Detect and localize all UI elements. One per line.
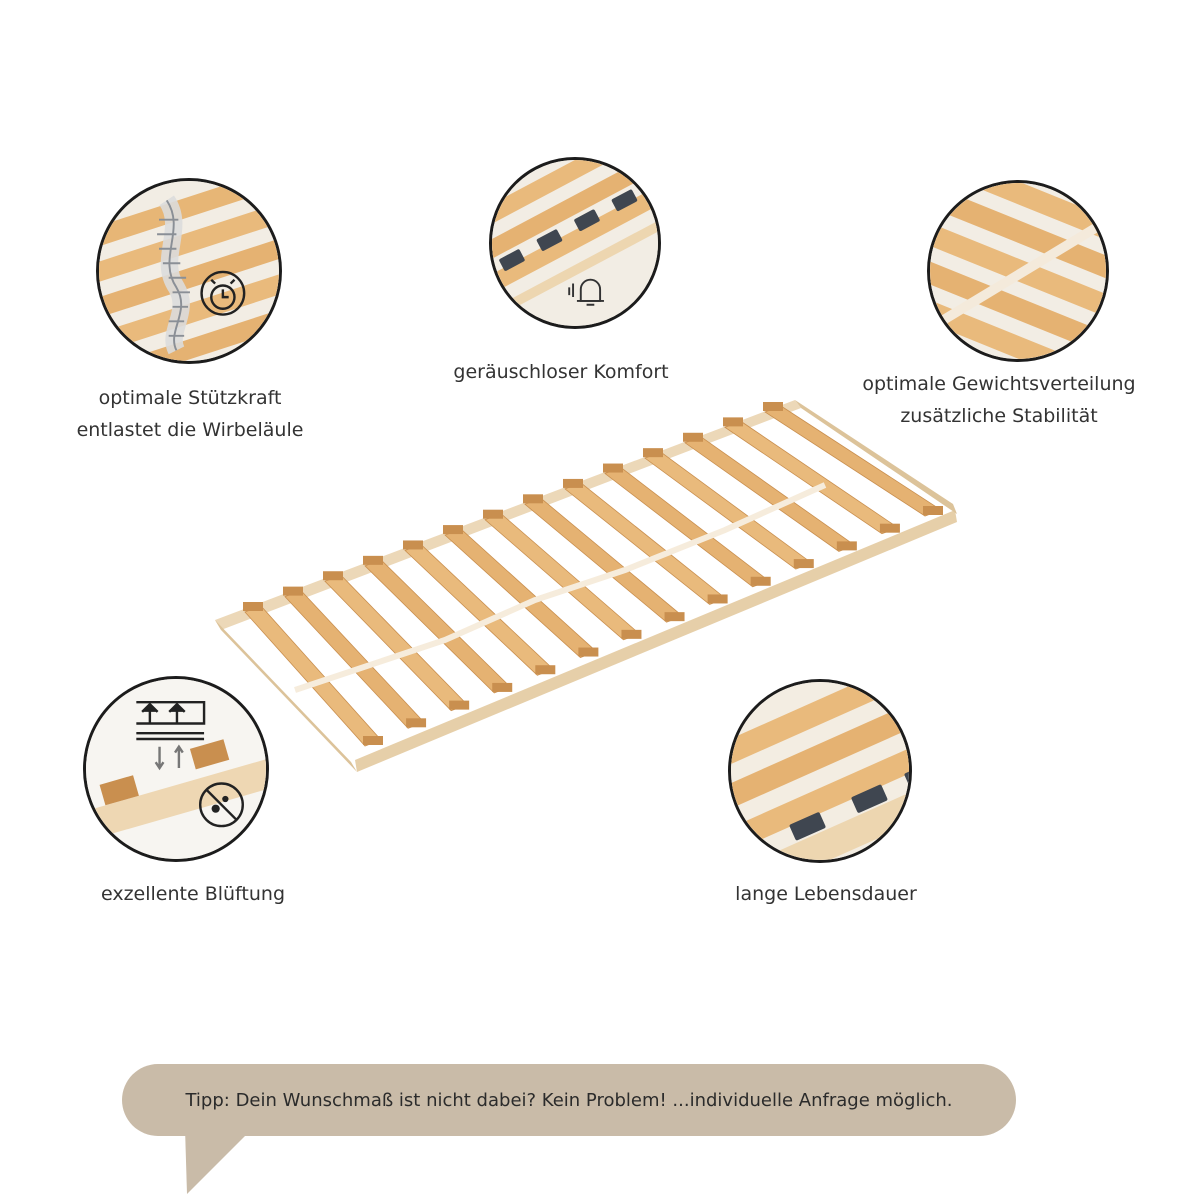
slat-holder (483, 509, 503, 519)
slat-holder (363, 555, 383, 565)
slat-holder (683, 432, 703, 442)
ventilation-detail-image (86, 679, 266, 859)
slat-holder (449, 700, 470, 710)
slat-holder (492, 682, 513, 692)
slat-holder (523, 494, 543, 504)
slat-holder (443, 525, 463, 535)
slat-holder (723, 417, 743, 427)
strap (294, 482, 827, 693)
slat-holder (707, 594, 728, 604)
silent-bell-icon (568, 278, 604, 306)
slatted-frame-image (215, 400, 957, 772)
lifetime-title: lange Lebensdauer (735, 883, 917, 905)
slat-holder (406, 718, 427, 728)
slat-holder (923, 506, 943, 515)
slat-holder (403, 540, 423, 550)
slat-holder (763, 402, 783, 411)
weight-subtitle: zusätzliche Stabilität (900, 405, 1098, 427)
tip-bubble-tail (185, 1128, 253, 1194)
clock-icon (200, 270, 246, 316)
weight-title: optimale Gewichtsverteilung (862, 373, 1136, 395)
slat-holder (836, 541, 857, 551)
weight-caption: optimale Gewichtsverteilung zusätzliche … (850, 368, 1148, 432)
support-detail-image (99, 181, 279, 361)
tip-text: Tipp: Dein Wunschmaß ist nicht dabei? Ke… (185, 1089, 953, 1111)
silent-caption: geräuschloser Komfort (430, 356, 692, 388)
slat-cap-icon (789, 812, 826, 841)
slats (243, 402, 943, 747)
slat-holder (643, 448, 663, 458)
weight-circle (927, 180, 1109, 362)
slat-holder (363, 736, 383, 745)
support-title: optimale Stützkraft (98, 387, 282, 409)
ventilation-title: exzellente Blüftung (100, 883, 286, 905)
slat-holder (535, 665, 556, 675)
slat-holder (243, 602, 263, 611)
slat-holder (879, 523, 900, 533)
ventilation-circle (83, 676, 269, 862)
slat-holder (323, 571, 343, 581)
ventilation-caption: exzellente Blüftung (70, 878, 316, 910)
support-circle (96, 178, 282, 364)
slat-holder (664, 612, 685, 622)
strap-icon (930, 217, 1106, 333)
tip-bubble: Tipp: Dein Wunschmaß ist nicht dabei? Ke… (122, 1064, 1016, 1136)
weight-detail-image (930, 183, 1106, 359)
slat-holder (750, 576, 771, 586)
airflow-icon (136, 701, 206, 771)
silent-detail-image (492, 160, 658, 326)
support-subtitle: entlastet die Wirbeläule (76, 419, 304, 441)
slat-holder (621, 629, 642, 639)
support-caption: optimale Stützkraft entlastet die Wirbel… (60, 382, 320, 446)
slat-holder (563, 478, 583, 488)
spine-icon (157, 195, 190, 355)
silent-title: geräuschloser Komfort (453, 361, 669, 383)
slat-holder (793, 559, 814, 569)
silent-circle (489, 157, 661, 329)
slat-holder (578, 647, 599, 657)
slat-holder (283, 586, 303, 596)
slat-holder (603, 463, 623, 473)
no-moisture-icon (198, 782, 244, 828)
lifetime-caption: lange Lebensdauer (700, 878, 952, 910)
